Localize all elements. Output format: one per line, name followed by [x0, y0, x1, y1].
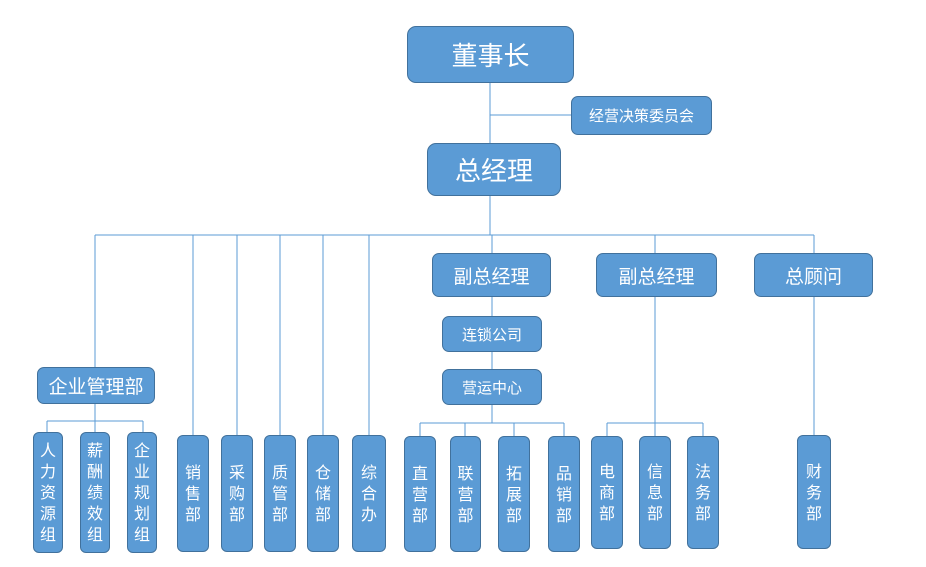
- dept-salary-group: 薪酬绩效组: [80, 432, 110, 553]
- node-deputy-gm-1: 副总经理: [432, 253, 551, 297]
- dept-hr-group: 人力资源组: [33, 432, 63, 553]
- dept-storage: 仓储部: [307, 435, 339, 552]
- dept-marketing: 品销部: [548, 436, 580, 552]
- dept-info: 信息部: [639, 436, 671, 549]
- node-chain-company: 连锁公司: [442, 316, 542, 352]
- node-enterprise-management: 企业管理部: [37, 367, 155, 404]
- node-general-manager: 总经理: [427, 143, 561, 196]
- dept-quality: 质管部: [264, 435, 296, 552]
- dept-legal: 法务部: [687, 436, 719, 549]
- node-advisor: 总顾问: [754, 253, 873, 297]
- dept-expansion: 拓展部: [498, 436, 530, 552]
- node-deputy-gm-2: 副总经理: [596, 253, 717, 297]
- dept-planning-group: 企业规划组: [127, 432, 157, 553]
- dept-direct: 直营部: [404, 436, 436, 552]
- node-chairman: 董事长: [407, 26, 574, 83]
- dept-sales: 销售部: [177, 435, 209, 552]
- dept-purchasing: 采购部: [221, 435, 253, 552]
- dept-franchise: 联营部: [450, 436, 481, 552]
- dept-finance: 财务部: [797, 435, 831, 549]
- dept-general-office: 综合办: [352, 435, 386, 552]
- dept-ecommerce: 电商部: [591, 436, 623, 549]
- node-committee: 经营决策委员会: [571, 96, 712, 135]
- node-operations-center: 营运中心: [442, 369, 542, 405]
